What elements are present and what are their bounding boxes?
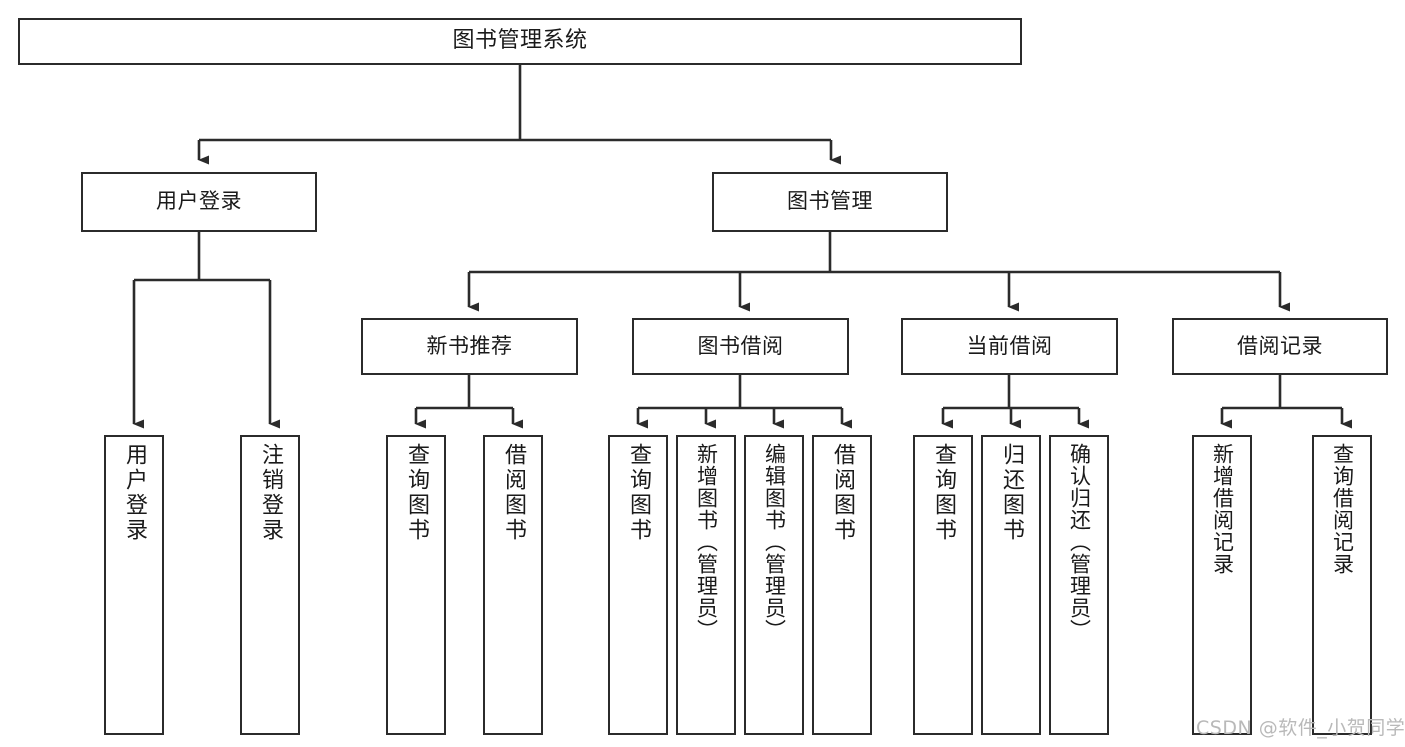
leaf-confirm-return-admin[interactable]: 确认归还（管理员） xyxy=(1049,435,1109,735)
leaf-borrow-book-recommend[interactable]: 借阅图书 xyxy=(483,435,543,735)
leaf-add-book-admin-label: 新增图书（管理员） xyxy=(694,443,719,641)
leaf-borrow-book-label: 借阅图书 xyxy=(830,443,855,543)
leaf-logout-label: 注销登录 xyxy=(258,443,283,543)
csdn-watermark: CSDN @软件_小贺同学 xyxy=(1196,717,1405,739)
leaf-add-borrow-record-label: 新增借阅记录 xyxy=(1210,443,1235,575)
node-book-borrow-label: 图书借阅 xyxy=(697,333,784,358)
leaf-borrow-book[interactable]: 借阅图书 xyxy=(812,435,872,735)
leaf-add-borrow-record[interactable]: 新增借阅记录 xyxy=(1192,435,1252,735)
leaf-user-login[interactable]: 用户登录 xyxy=(104,435,164,735)
leaf-query-borrow-record-label: 查询借阅记录 xyxy=(1330,443,1355,575)
node-book-management-label: 图书管理 xyxy=(787,189,873,214)
leaf-query-book-recommend-label: 查询图书 xyxy=(404,443,429,543)
leaf-return-book[interactable]: 归还图书 xyxy=(981,435,1041,735)
leaf-add-book-admin[interactable]: 新增图书（管理员） xyxy=(676,435,736,735)
node-current-borrow[interactable]: 当前借阅 xyxy=(901,318,1118,375)
node-borrow-record-label: 借阅记录 xyxy=(1237,333,1323,358)
leaf-query-borrow-record[interactable]: 查询借阅记录 xyxy=(1312,435,1372,735)
leaf-edit-book-admin-label: 编辑图书（管理员） xyxy=(762,443,787,641)
leaf-borrow-book-recommend-label: 借阅图书 xyxy=(501,443,526,543)
leaf-query-book-borrow-label: 查询图书 xyxy=(626,443,651,543)
leaf-confirm-return-admin-label: 确认归还（管理员） xyxy=(1067,443,1092,641)
node-book-borrow[interactable]: 图书借阅 xyxy=(632,318,849,375)
leaf-query-book-current-label: 查询图书 xyxy=(931,443,956,543)
leaf-query-book-current[interactable]: 查询图书 xyxy=(913,435,973,735)
node-new-book-recommend[interactable]: 新书推荐 xyxy=(361,318,578,375)
leaf-return-book-label: 归还图书 xyxy=(999,443,1024,543)
node-root[interactable]: 图书管理系统 xyxy=(18,18,1022,65)
node-new-book-recommend-label: 新书推荐 xyxy=(426,333,513,358)
node-root-label: 图书管理系统 xyxy=(452,28,588,54)
node-user-login[interactable]: 用户登录 xyxy=(81,172,317,232)
node-borrow-record[interactable]: 借阅记录 xyxy=(1172,318,1388,375)
leaf-query-book-borrow[interactable]: 查询图书 xyxy=(608,435,668,735)
node-user-login-label: 用户登录 xyxy=(156,189,242,214)
node-book-management[interactable]: 图书管理 xyxy=(712,172,948,232)
leaf-logout[interactable]: 注销登录 xyxy=(240,435,300,735)
leaf-query-book-recommend[interactable]: 查询图书 xyxy=(386,435,446,735)
leaf-edit-book-admin[interactable]: 编辑图书（管理员） xyxy=(744,435,804,735)
node-current-borrow-label: 当前借阅 xyxy=(966,333,1053,358)
leaf-user-login-label: 用户登录 xyxy=(122,443,147,543)
